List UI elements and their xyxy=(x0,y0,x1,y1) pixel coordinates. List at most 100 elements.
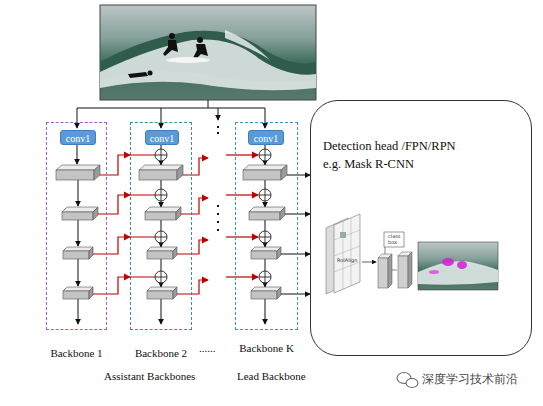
connector xyxy=(298,175,310,176)
wire xyxy=(265,259,266,271)
surfer xyxy=(197,37,203,43)
arrow xyxy=(77,144,78,164)
backbone-group: Backbone 1conv1 xyxy=(46,122,107,330)
plus-sign xyxy=(155,149,271,283)
conv-box: conv1 xyxy=(60,130,96,145)
dot xyxy=(217,126,219,128)
label-text: box xyxy=(388,239,397,245)
cube-front xyxy=(398,256,408,288)
slab-front xyxy=(139,170,177,180)
node-text: conv1 xyxy=(254,132,278,143)
slab-front xyxy=(147,251,173,259)
slab-top xyxy=(251,247,281,251)
red-arrow xyxy=(226,276,258,277)
slab-front xyxy=(249,212,280,220)
node-text: Detection head /FPN/RPN xyxy=(323,139,456,154)
arrow xyxy=(265,201,266,207)
slab-front xyxy=(243,170,281,180)
wire xyxy=(265,220,266,231)
slab-top xyxy=(147,247,177,251)
node-text: e.g. Mask R-CNN xyxy=(323,157,414,172)
dot xyxy=(217,132,219,134)
slab-front xyxy=(251,291,277,299)
backbone-group: Backbone 2conv1 xyxy=(130,122,192,330)
connector xyxy=(107,195,130,214)
arrow xyxy=(265,243,266,247)
wire xyxy=(265,180,266,189)
slab-front xyxy=(251,251,277,259)
arrow xyxy=(78,220,79,246)
wire xyxy=(161,259,162,271)
dot xyxy=(217,229,219,231)
node-text: Backbone K xyxy=(239,342,294,354)
slab-front xyxy=(63,251,89,259)
result-photo xyxy=(418,242,498,290)
connector xyxy=(107,155,130,175)
node-text: Backbone 1 xyxy=(50,347,102,359)
feature-slabs xyxy=(56,165,100,299)
arrow xyxy=(265,108,266,128)
wire xyxy=(161,180,162,189)
roi-cell xyxy=(340,232,346,238)
cube-front xyxy=(378,258,388,288)
label-text: Lead Backbone xyxy=(237,370,306,382)
slab-top xyxy=(147,287,177,291)
red-arrow xyxy=(177,280,208,294)
ellipsis-dots xyxy=(217,126,219,231)
backbone-group: Backbone Kconv1 xyxy=(235,122,298,330)
slab-top xyxy=(63,247,93,251)
slab-top xyxy=(63,287,93,291)
photo-frame xyxy=(100,5,316,100)
slab-side xyxy=(277,287,281,299)
arrow xyxy=(265,299,266,324)
connector xyxy=(298,254,310,255)
connector xyxy=(107,277,130,294)
red-stub xyxy=(130,155,155,277)
arrow xyxy=(161,161,162,165)
label-text: Assistant Backbones xyxy=(104,370,195,382)
node-text: conv1 xyxy=(66,132,90,143)
dot xyxy=(217,221,219,223)
slab-side xyxy=(89,247,93,259)
conv-box: conv1 xyxy=(145,130,179,145)
slab-side xyxy=(177,165,183,180)
class-box-frame xyxy=(384,232,404,247)
connector xyxy=(298,294,310,295)
wave-foam xyxy=(418,261,498,285)
connector xyxy=(107,237,130,254)
arrow xyxy=(78,259,79,286)
wire xyxy=(161,220,162,231)
red-links xyxy=(93,155,258,294)
wire xyxy=(392,270,397,271)
slab-front xyxy=(145,212,176,220)
surfer xyxy=(163,40,178,56)
red-arrow xyxy=(183,158,208,175)
red-arrow xyxy=(226,236,258,237)
wave-foam xyxy=(100,39,316,90)
slab-front xyxy=(147,291,173,299)
slab-side xyxy=(173,247,177,259)
wire xyxy=(385,247,386,254)
surfer xyxy=(128,72,148,78)
slab-side xyxy=(94,165,100,180)
wire xyxy=(208,100,209,108)
mask-blob xyxy=(429,270,439,274)
red-arrow xyxy=(177,240,208,254)
sum-nodes xyxy=(155,149,271,283)
arrow xyxy=(161,201,162,207)
output-stub xyxy=(281,175,298,294)
arrow xyxy=(77,108,78,128)
dot xyxy=(217,213,219,215)
node-text: Backbone 2 xyxy=(135,347,187,359)
slab-front xyxy=(63,291,89,299)
arrow xyxy=(161,108,162,128)
dot xyxy=(217,205,219,207)
arrow xyxy=(161,299,162,324)
detection-head-box: Detection head /FPN/RPN e.g. Mask R-CNN xyxy=(310,100,532,356)
cube-side xyxy=(408,252,412,288)
connector xyxy=(298,214,310,215)
slab-side xyxy=(93,207,98,220)
surf-photo xyxy=(100,5,316,100)
